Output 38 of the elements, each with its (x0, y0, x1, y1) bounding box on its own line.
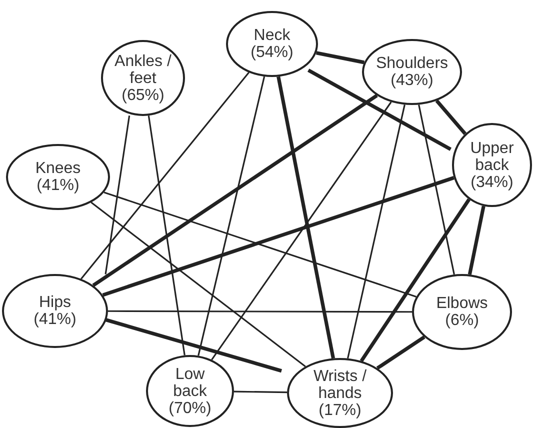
body-part-name: Ankles / feet (114, 52, 172, 86)
percentage-label: (70%) (168, 400, 212, 416)
body-part-name: Neck (254, 27, 290, 44)
connector-line (468, 206, 486, 275)
body-part-name: Low back (172, 366, 208, 400)
connector-line (316, 51, 364, 64)
percentage-label: (6%) (445, 312, 479, 329)
connector-line (376, 336, 426, 370)
connector-line (276, 76, 335, 359)
body-part-name: Hips (38, 294, 71, 311)
connector-line (234, 390, 288, 394)
connector-line (211, 102, 392, 360)
percentage-label: (54%) (250, 44, 294, 61)
percentage-label: (41%) (34, 311, 76, 328)
percentage-label: (34%) (470, 174, 514, 190)
connector-line (360, 198, 471, 362)
connector-line (307, 68, 452, 151)
connector-line (104, 192, 416, 298)
percentage-label: (43%) (390, 72, 434, 89)
connector-line (198, 76, 266, 356)
connector-line (90, 202, 306, 368)
connector-line (148, 116, 186, 356)
connector-line (102, 176, 454, 297)
connector-line (80, 72, 250, 280)
connector-line (418, 104, 455, 275)
connector-line (346, 104, 406, 359)
percentage-label: (17%) (318, 402, 362, 418)
connector-line (108, 310, 412, 313)
connector-line (435, 100, 467, 135)
percentage-label: (41%) (36, 177, 80, 194)
connector-line (104, 116, 130, 274)
body-part-name: Elbows (436, 295, 488, 312)
connector-line (92, 94, 378, 287)
body-part-name: Wrists / hands (312, 368, 368, 402)
body-part-name: Knees (35, 160, 81, 177)
percentage-label: (65%) (122, 86, 164, 104)
body-part-name: Upper back (469, 140, 515, 174)
body-part-name: Shoulders (376, 55, 448, 72)
